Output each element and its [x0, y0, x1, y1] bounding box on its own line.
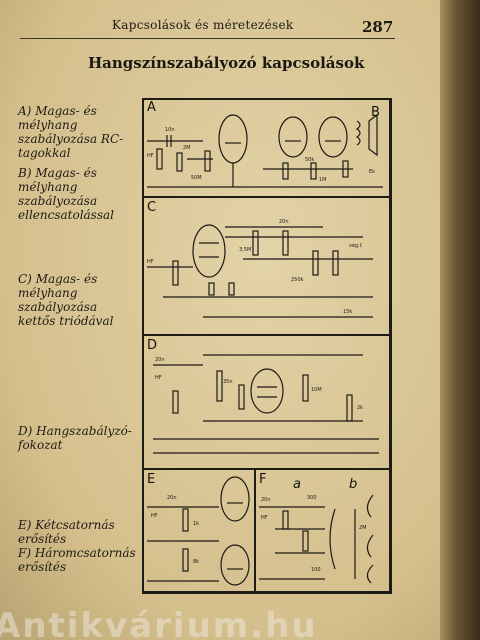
- panel-c: C HF 3,5M 20n 250k vég.f. 15k: [142, 196, 390, 336]
- label-15k: 15k: [343, 309, 352, 315]
- schematic-f: 20n HF 300 2M 100: [259, 494, 374, 584]
- panel-letter-c: C: [147, 200, 157, 215]
- panel-letter-b: B: [371, 105, 380, 120]
- label-2M: 2M: [183, 145, 191, 151]
- caption-text: Hangszabályzó-fokozat: [18, 424, 132, 452]
- label-10M: 10M: [311, 387, 322, 393]
- caption-text: Magas- és mélyhang szabályozása RC-tagok…: [18, 104, 124, 160]
- page-title: Hangszínszabályozó kapcsolások: [88, 54, 365, 72]
- label-50k: 50k: [305, 157, 314, 163]
- page-number: 287: [362, 18, 394, 36]
- panel-letter-f: F: [259, 472, 267, 487]
- panel-letter-e: E: [147, 472, 156, 487]
- schematic-e: HF 20n 1k 8k: [147, 476, 250, 586]
- schematic-ab: HF 10n 2M 50M 50k 1M Ek: [147, 113, 383, 188]
- panel-letter-d: D: [147, 338, 158, 353]
- caption-a: A) Magas- és mélyhang szabályozása RC-ta…: [18, 104, 136, 160]
- caption-d: D) Hangszabályzó-fokozat: [18, 424, 136, 452]
- caption-c: C) Magas- és mélyhang szabályozása kettő…: [18, 272, 136, 328]
- caption-e: E) Kétcsatornás erősítés: [18, 518, 136, 546]
- label-50M: 50M: [191, 175, 202, 181]
- label-veg: vég.f.: [349, 242, 363, 249]
- panel-ab: A B HF 10n 2M 50M 50k 1M Ek: [142, 98, 390, 198]
- label-hf: HF: [151, 513, 158, 519]
- label-ek: Ek: [369, 169, 375, 175]
- caption-letter: C): [18, 272, 32, 286]
- label-hf: HF: [155, 375, 162, 381]
- caption-text: Kétcsatornás erősítés: [18, 518, 115, 546]
- caption-letter: F): [18, 546, 32, 560]
- label-20n: 20n: [155, 357, 165, 363]
- caption-letter: A): [18, 104, 32, 118]
- caption-text: Magas- és mélyhang szabályozása ellencsa…: [18, 166, 114, 222]
- panel-letter-a: A: [147, 100, 156, 115]
- panel-e: E HF 20n 1k 8k: [142, 468, 256, 592]
- panel-f: F a b 20n HF 300 2M 100: [254, 468, 390, 592]
- label-35n: 35n: [223, 379, 233, 385]
- header-rule: [20, 38, 395, 39]
- schematic-d: 20n HF 35n 10M 2k: [153, 354, 379, 454]
- label-hf: HF: [147, 153, 154, 159]
- caption-text: Háromcsatornás erősítés: [18, 546, 136, 574]
- caption-letter: E): [18, 518, 32, 532]
- watermark-text: Antikvárium.hu: [0, 606, 318, 640]
- label-2k: 2k: [357, 405, 363, 411]
- schematic-c: HF 3,5M 20n 250k vég.f. 15k: [147, 219, 373, 318]
- panel-f-sub-a: a: [293, 477, 301, 492]
- label-10n: 10n: [165, 127, 175, 133]
- label-1k: 1k: [193, 521, 199, 527]
- caption-letter: B): [18, 166, 32, 180]
- page-edge: [440, 0, 480, 640]
- caption-letter: D): [18, 424, 33, 438]
- label-300: 300: [307, 495, 317, 501]
- label-hf: HF: [147, 259, 154, 265]
- caption-b: B) Magas- és mélyhang szabályozása ellen…: [18, 166, 136, 222]
- label-20n: 20n: [261, 497, 271, 503]
- panel-f-sub-b: b: [349, 477, 358, 492]
- label-250k: 250k: [291, 277, 304, 283]
- panel-d: D 20n HF 35n 10M 2k: [142, 334, 390, 470]
- caption-f: F) Háromcsatornás erősítés: [18, 546, 136, 574]
- schematic-frame: [142, 98, 392, 594]
- watermark: Antikvárium.hu: [0, 604, 480, 640]
- label-25M: 2M: [359, 525, 367, 531]
- running-head: Kapcsolások és méretezések: [112, 18, 294, 32]
- label-8k: 8k: [193, 559, 199, 565]
- label-35M: 3,5M: [239, 247, 251, 253]
- label-100: 100: [311, 567, 321, 573]
- label-hf: HF: [261, 515, 268, 521]
- label-20n: 20n: [167, 495, 177, 501]
- label-1M: 1M: [319, 177, 327, 183]
- label-20n: 20n: [279, 219, 289, 225]
- caption-text: Magas- és mélyhang szabályozása kettős t…: [18, 272, 114, 328]
- book-page: [0, 0, 440, 640]
